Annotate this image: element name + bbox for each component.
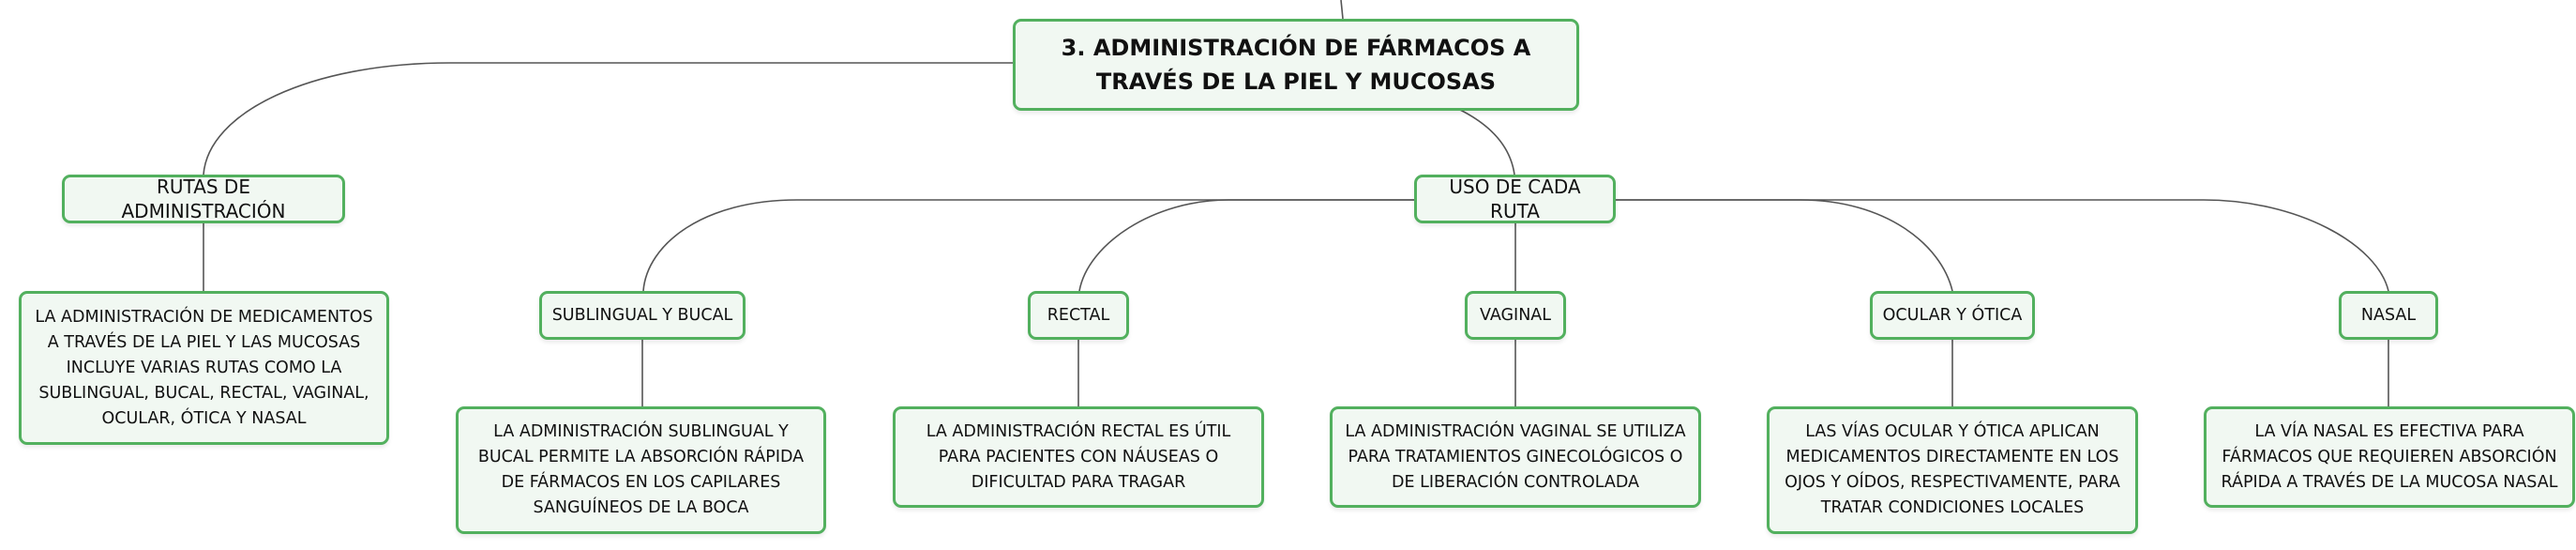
branch-rectal-label: RECTAL [1047,306,1110,325]
vaginal-description: LA ADMINISTRACIÓN VAGINAL SE UTILIZA PAR… [1345,421,1686,492]
branch-rectal[interactable]: RECTAL [1028,291,1129,340]
connector-root-usage [1457,108,1515,176]
nasal-description-node[interactable]: LA VÍA NASAL ES EFECTIVA PARA FÁRMACOS Q… [2204,406,2575,508]
routes-description-node[interactable]: LA ADMINISTRACIÓN DE MEDICAMENTOS A TRAV… [19,291,389,445]
connector-root-top [1340,0,1344,20]
connector-usage-nasal [1616,199,2389,292]
branch-sublingual-bucal-label: SUBLINGUAL Y BUCAL [551,306,733,325]
sublingual-bucal-description-node[interactable]: LA ADMINISTRACIÓN SUBLINGUAL Y BUCAL PER… [456,406,826,534]
branch-nasal[interactable]: NASAL [2339,291,2438,340]
usage-node[interactable]: USO DE CADA RUTA [1414,175,1616,223]
root-topic-node[interactable]: 3. ADMINISTRACIÓN DE FÁRMACOS A TRAVÉS D… [1013,19,1579,111]
branch-vaginal-label: VAGINAL [1479,306,1552,325]
routes-description: LA ADMINISTRACIÓN DE MEDICAMENTOS A TRAV… [35,307,373,428]
connector-usage-sublingual [642,199,1414,292]
branch-nasal-label: NASAL [2360,306,2417,325]
ocular-otica-description-node[interactable]: LAS VÍAS OCULAR Y ÓTICA APLICAN MEDICAME… [1767,406,2138,534]
routes-node[interactable]: RUTAS DE ADMINISTRACIÓN [62,175,345,223]
connector-root-routes [203,62,1013,176]
branch-sublingual-bucal[interactable]: SUBLINGUAL Y BUCAL [539,291,746,340]
routes-label: RUTAS DE ADMINISTRACIÓN [121,176,286,222]
rectal-description: LA ADMINISTRACIÓN RECTAL ES ÚTIL PARA PA… [926,421,1231,492]
connector-usage-rectal [1078,199,1414,292]
vaginal-description-node[interactable]: LA ADMINISTRACIÓN VAGINAL SE UTILIZA PAR… [1330,406,1701,508]
ocular-otica-description: LAS VÍAS OCULAR Y ÓTICA APLICAN MEDICAME… [1785,422,2120,517]
branch-vaginal[interactable]: VAGINAL [1465,291,1566,340]
branch-ocular-otica[interactable]: OCULAR Y ÓTICA [1870,291,2035,340]
rectal-description-node[interactable]: LA ADMINISTRACIÓN RECTAL ES ÚTIL PARA PA… [893,406,1264,508]
sublingual-bucal-description: LA ADMINISTRACIÓN SUBLINGUAL Y BUCAL PER… [477,422,805,517]
nasal-description: LA VÍA NASAL ES EFECTIVA PARA FÁRMACOS Q… [2221,421,2558,492]
connector-usage-ocular [1616,199,1953,292]
branch-ocular-otica-label: OCULAR Y ÓTICA [1882,306,2023,325]
usage-label: USO DE CADA RUTA [1449,176,1581,222]
root-topic-title: 3. ADMINISTRACIÓN DE FÁRMACOS A TRAVÉS D… [1061,35,1531,95]
